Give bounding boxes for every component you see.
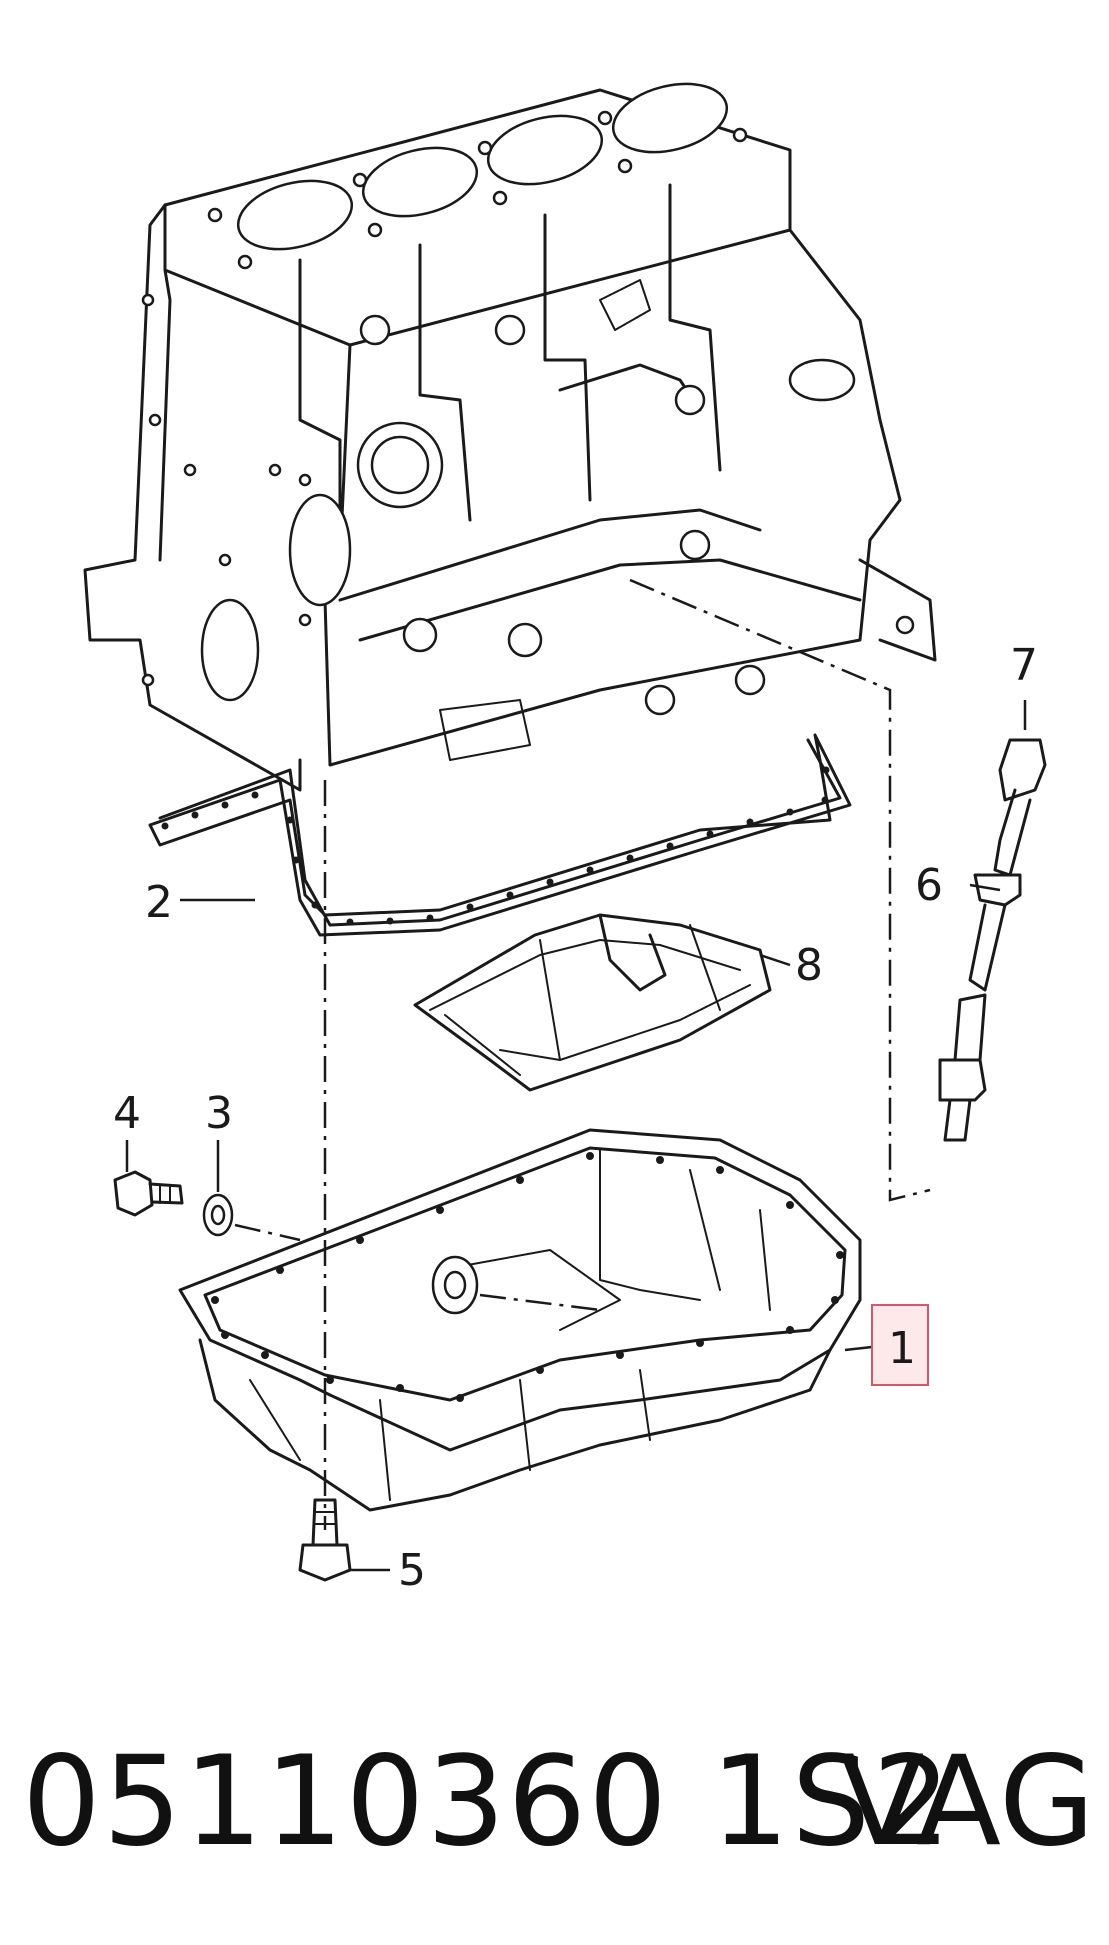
callout-3: 3 bbox=[205, 1088, 233, 1139]
callout-8: 8 bbox=[795, 940, 823, 991]
oil-pan bbox=[178, 1128, 862, 1512]
oil-baffle-plate bbox=[413, 913, 772, 1092]
pan-bolt bbox=[298, 1498, 352, 1582]
part-number: 05110360 1S2 bbox=[22, 1730, 954, 1874]
alignment-line-washer bbox=[234, 1223, 301, 1242]
callout-5: 5 bbox=[398, 1545, 426, 1596]
alignment-line-drain bbox=[479, 1293, 601, 1312]
alignment-line-dipstick bbox=[629, 578, 931, 1202]
engine-oil-pan-diagram: 1 2 3 4 5 6 7 8 bbox=[83, 82, 1047, 1596]
callout-7: 7 bbox=[1010, 640, 1038, 691]
dipstick-tube bbox=[938, 738, 1047, 1142]
engine-block bbox=[83, 82, 937, 792]
callout-6: 6 bbox=[915, 860, 943, 911]
callout-1: 1 bbox=[888, 1323, 916, 1374]
callout-1-highlight bbox=[871, 1304, 929, 1386]
brand-name: VAG bbox=[839, 1730, 1095, 1874]
oil-pan-gasket bbox=[148, 733, 852, 937]
callout-2: 2 bbox=[145, 877, 173, 928]
callout-4: 4 bbox=[113, 1088, 141, 1139]
seal-washer bbox=[202, 1193, 234, 1237]
drain-bolt bbox=[113, 1170, 184, 1217]
